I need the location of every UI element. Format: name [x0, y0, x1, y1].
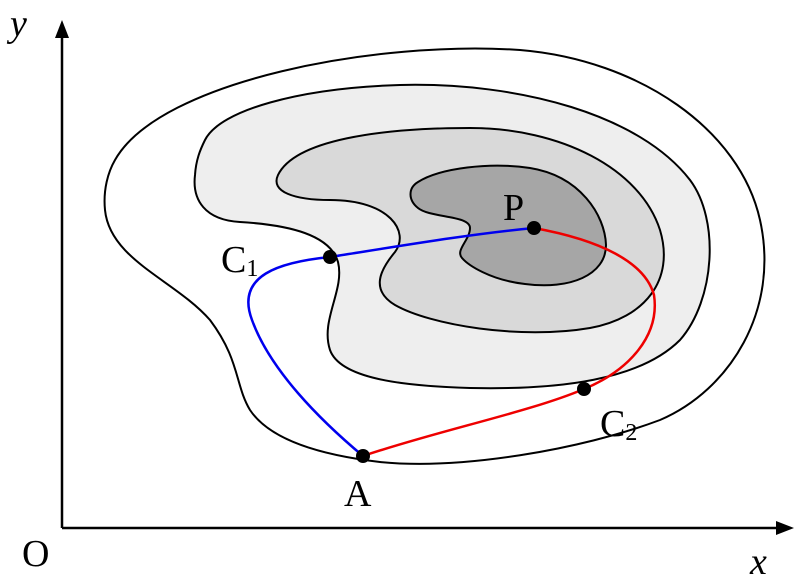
point-a-label: A [344, 473, 372, 515]
point-a-marker [356, 449, 370, 463]
y-axis-arrow-icon [55, 20, 69, 38]
x-axis-arrow-icon [776, 521, 794, 535]
contour-level-4 [409, 164, 608, 287]
point-c2-marker [577, 382, 591, 396]
contour-levels [103, 47, 766, 465]
points [323, 221, 591, 463]
path-a-c1-p [247, 226, 535, 457]
point-c1-label: C1 [221, 239, 258, 282]
axes [55, 20, 794, 535]
path-a-c2-p [362, 226, 657, 458]
x-axis-label: x [749, 541, 767, 583]
y-axis-label: y [6, 3, 27, 45]
point-p-label: P [503, 187, 524, 229]
point-c1-marker [323, 250, 337, 264]
point-p-marker [527, 221, 541, 235]
point-c2-label: C2 [600, 403, 637, 446]
origin-label: O [22, 533, 49, 575]
